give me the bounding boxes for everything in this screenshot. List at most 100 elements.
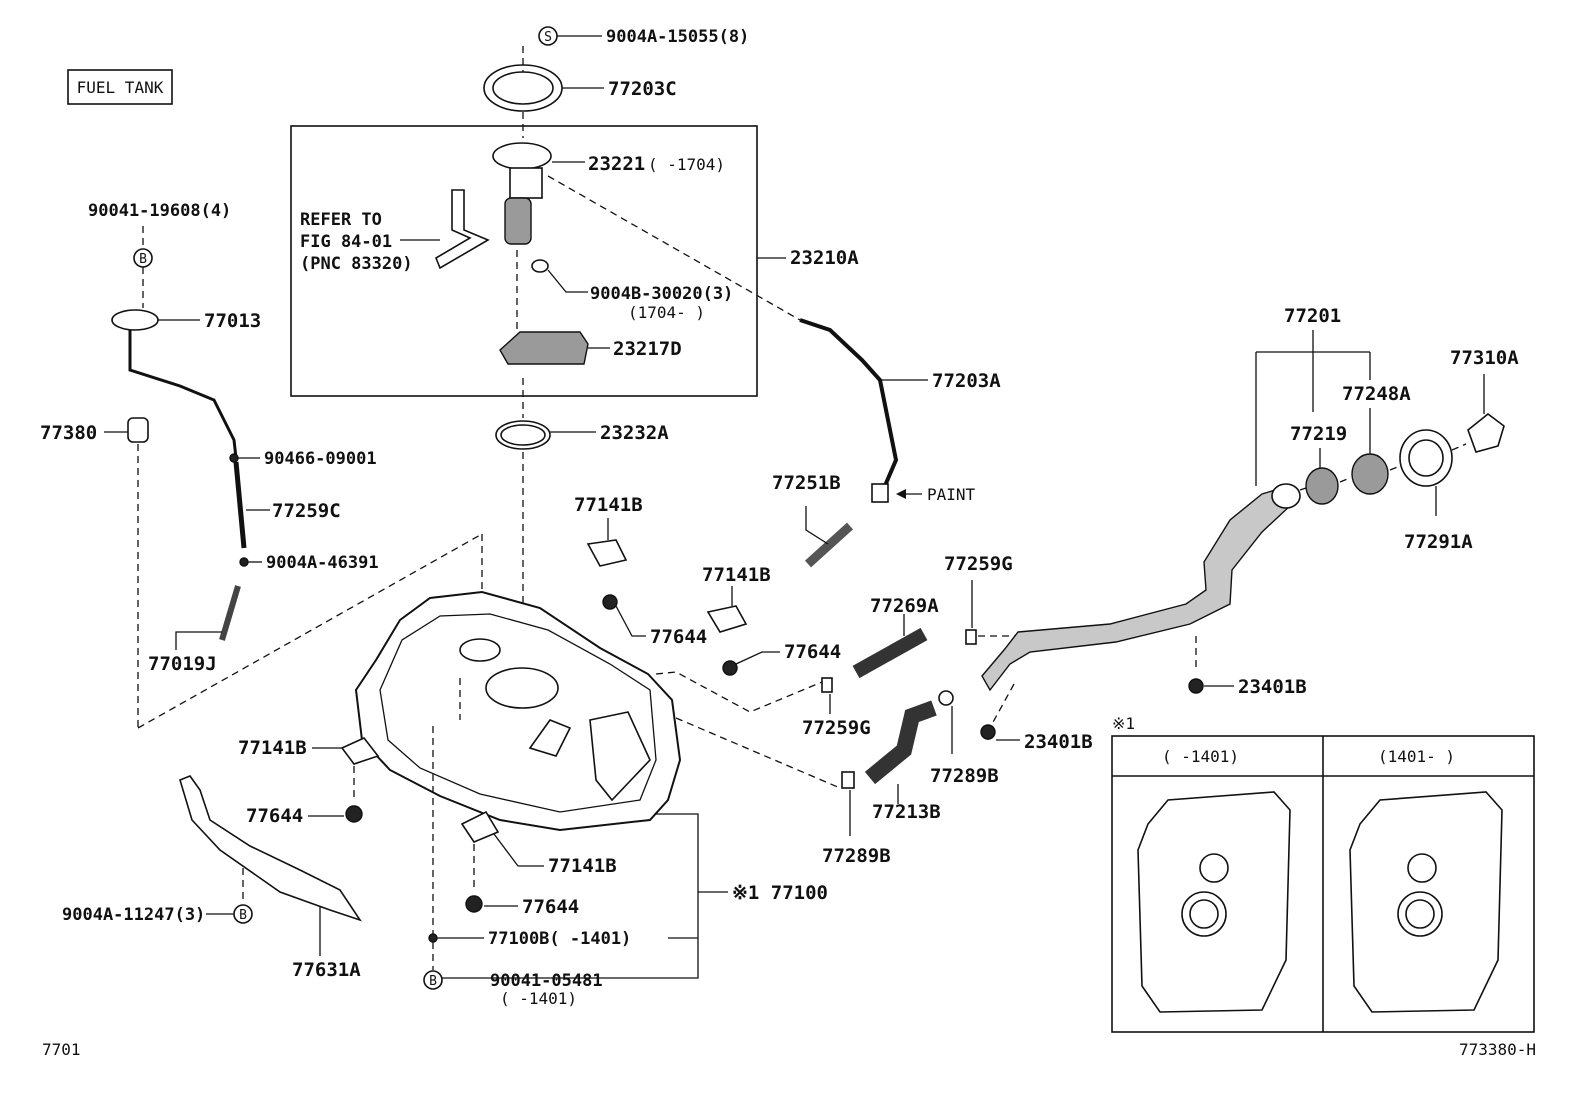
- fuel-filter-23217d: [499, 331, 589, 365]
- label-77631a: 77631A: [292, 959, 361, 981]
- label-23401b-2: 23401B: [1024, 731, 1093, 753]
- label-77141b-2: 77141B: [702, 564, 771, 586]
- vent-hose-77259c: [233, 461, 247, 549]
- fuel-tank-contour: [379, 613, 657, 813]
- inset-header-left: ( -1401): [1162, 747, 1239, 766]
- label-77100: ※1 77100: [732, 882, 828, 904]
- label-23210a: 23210A: [790, 247, 859, 269]
- leader: [175, 631, 222, 650]
- vent-tube: [128, 330, 238, 459]
- page-code: 7701: [42, 1040, 81, 1059]
- bracket-77141b-2: [706, 605, 748, 633]
- label-77013: 77013: [204, 310, 261, 332]
- bolt-23401b-2: [980, 724, 996, 740]
- label-77141b-4: 77141B: [548, 855, 617, 877]
- label-77644-2: 77644: [784, 641, 841, 663]
- label-77201: 77201: [1284, 305, 1341, 327]
- bolt-b-letter: B: [139, 252, 147, 267]
- label-77259g-2: 77259G: [802, 717, 871, 739]
- bolt-b-letter: B: [239, 908, 247, 923]
- figure-code: 773380-H: [1459, 1040, 1536, 1059]
- tank-pocket: [528, 719, 572, 757]
- label-23401b-1: 23401B: [1238, 676, 1307, 698]
- label-9004b-30020-range: (1704- ): [628, 303, 705, 322]
- tank-pump-port-inner-early: [1189, 899, 1219, 929]
- tank-pump-port-inner-late: [1405, 899, 1435, 929]
- tank-port-top-late: [1407, 853, 1437, 883]
- label-9004a-46391: 9004A-46391: [266, 553, 379, 573]
- clamp-77259g-1: [965, 629, 977, 645]
- filler-pipe-mouth: [1271, 483, 1301, 509]
- paint-arrow-head: [896, 489, 906, 499]
- tank-port-small: [459, 638, 501, 662]
- o-ring-9004b: [531, 259, 549, 273]
- sender-plate-77013: [111, 309, 159, 331]
- bracket-77141b-3: [340, 737, 380, 765]
- ring-77248a: [1351, 453, 1389, 495]
- pump-filter: [504, 197, 532, 245]
- clamp-77289b-1: [938, 690, 954, 706]
- tank-port-top-early: [1199, 853, 1229, 883]
- leader: [547, 269, 588, 293]
- hose-77269a: [852, 627, 928, 679]
- tank-pump-opening: [485, 667, 559, 709]
- bolt-77644-2: [722, 660, 738, 676]
- label-9004a-11247: 9004A-11247(3): [62, 905, 205, 925]
- screw-s-letter: S: [544, 30, 552, 45]
- label-77019j: 77019J: [148, 653, 217, 675]
- label-77644-1: 77644: [650, 626, 707, 648]
- label-77259g-1: 77259G: [944, 553, 1013, 575]
- hose-guide: [675, 717, 841, 789]
- label-77644-4: 77644: [522, 896, 579, 918]
- label-77213b: 77213B: [872, 801, 941, 823]
- paint-note: PAINT: [927, 485, 976, 504]
- label-23232a: 23232A: [600, 422, 669, 444]
- tank-callout-bracket: [436, 813, 699, 979]
- pump-body: [509, 167, 543, 199]
- label-77289b-1: 77289B: [930, 765, 999, 787]
- label-77203a: 77203A: [932, 370, 1001, 392]
- label-9004a-15055: 9004A-15055(8): [606, 27, 749, 47]
- gasket-77219: [1305, 467, 1339, 505]
- label-9004b-30020: 9004B-30020(3): [590, 284, 733, 304]
- label-77219: 77219: [1290, 423, 1347, 445]
- assembly-axis: [1339, 477, 1351, 483]
- clamp-77259g-2: [821, 677, 833, 693]
- assembly-axis: [1299, 487, 1307, 491]
- hose-77251b: [804, 522, 854, 568]
- filler-pipe-77201: [981, 487, 1293, 692]
- refer-note-line2: FIG 84-01: [300, 232, 392, 252]
- fuel-cap-77310a: [1467, 412, 1505, 453]
- bolt-77644-4: [465, 895, 483, 913]
- fuel-tube-77203a: [799, 318, 899, 489]
- inset-marker: ※1: [1112, 714, 1135, 733]
- clip-9004a-46391: [239, 557, 249, 567]
- bolt-77644-3: [345, 805, 363, 823]
- assembly-axis: [1389, 465, 1401, 471]
- refer-note-line1: REFER TO: [300, 210, 382, 230]
- label-90041-05481: 90041-05481: [490, 971, 603, 991]
- pump-flange: [492, 142, 552, 170]
- label-77259c: 77259C: [272, 500, 341, 522]
- retainer-ring-inner: [492, 71, 554, 105]
- label-77380: 77380: [40, 422, 97, 444]
- label-77248a: 77248A: [1342, 383, 1411, 405]
- label-90041-05481-range: ( -1401): [500, 989, 577, 1008]
- bolt-77644-1: [602, 594, 618, 610]
- label-77141b-3: 77141B: [238, 737, 307, 759]
- label-23217d: 23217D: [613, 338, 682, 360]
- gasket-inner: [500, 424, 546, 446]
- label-23221-range: ( -1704): [648, 155, 725, 174]
- tube-connector: [871, 483, 889, 503]
- bolt-b-symbol: [423, 970, 443, 990]
- leader: [735, 651, 780, 665]
- label-77289b-2: 77289B: [822, 845, 891, 867]
- tube-connection-line: [547, 175, 801, 321]
- bolt-b-letter: B: [429, 974, 437, 989]
- label-90041-19608: 90041-19608(4): [88, 201, 231, 221]
- label-77141b-1: 77141B: [574, 494, 643, 516]
- ring-77291a-inner: [1408, 439, 1444, 477]
- label-77291a: 77291A: [1404, 531, 1473, 553]
- fuel-sender-gauge: [435, 189, 490, 270]
